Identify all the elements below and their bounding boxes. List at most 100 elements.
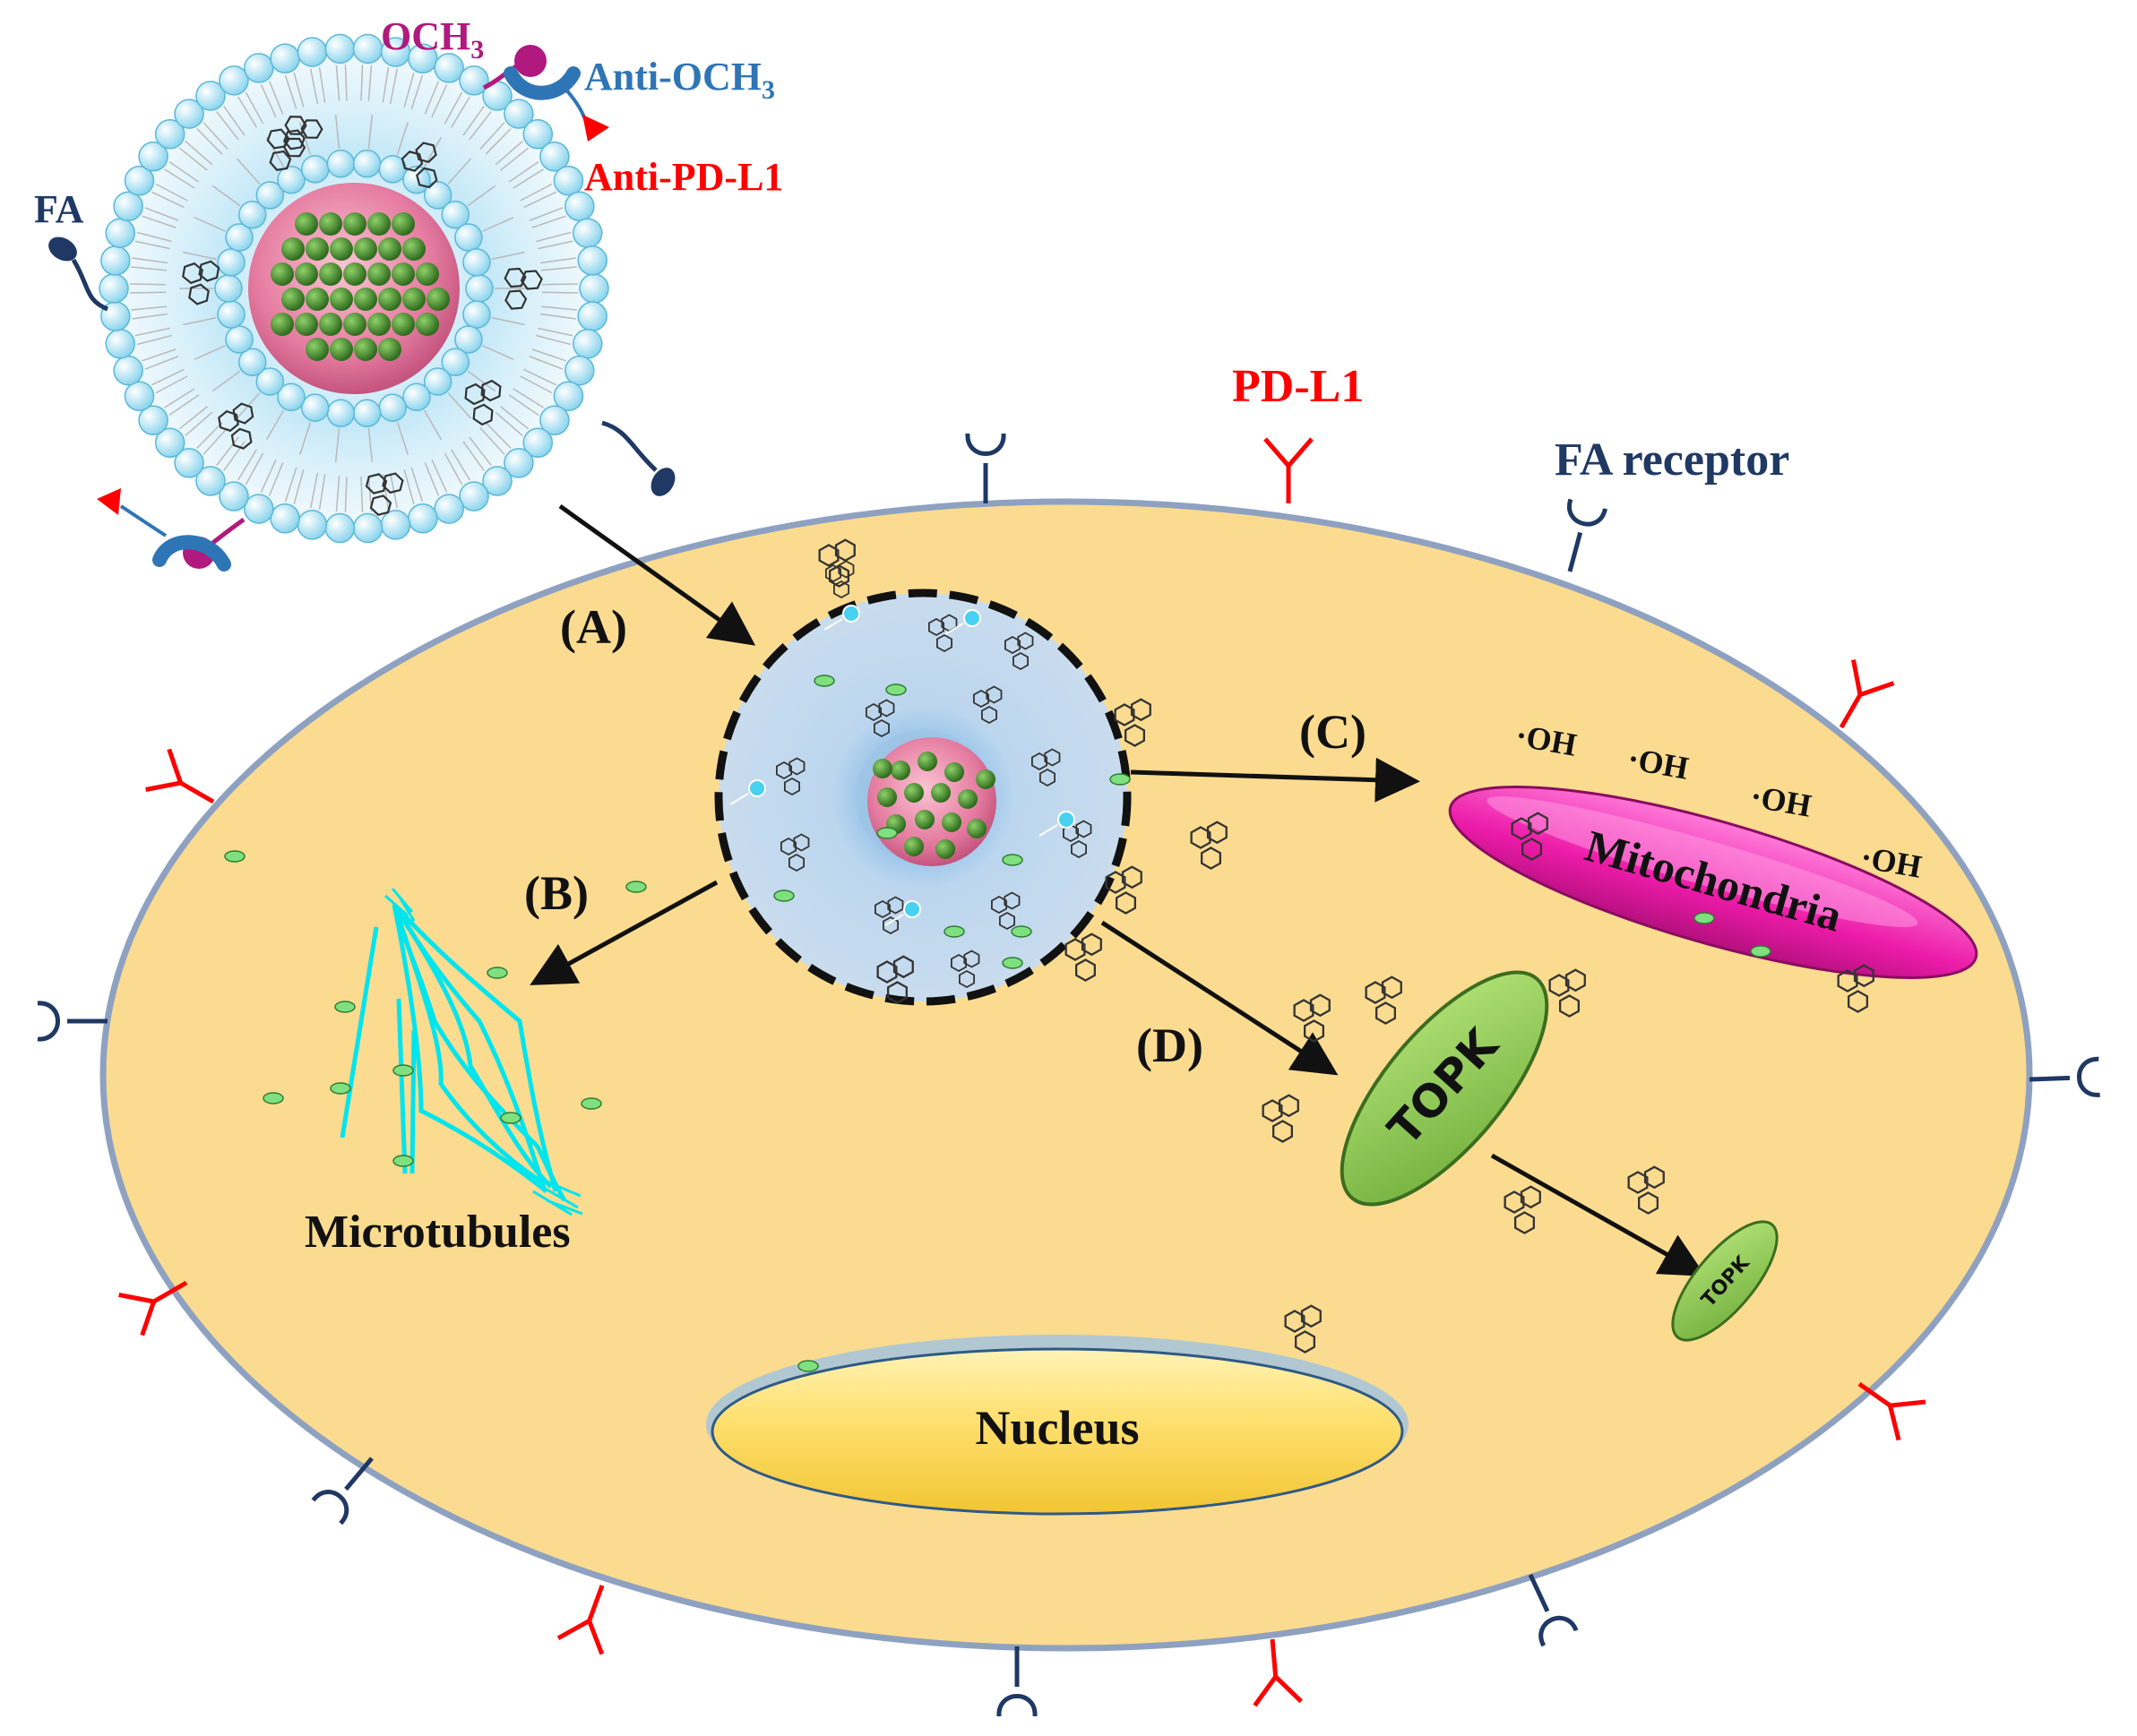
arrow-b [530,880,719,985]
fa-receptor-icon [1528,1573,1579,1647]
lipid-head [408,43,438,74]
lipid-head [573,218,603,248]
lipid-head [504,99,534,129]
lipid-tail [500,147,530,171]
drug-dot [1693,912,1715,924]
pdl1-receptor-icon [1857,1381,1926,1441]
lipid-head [573,329,603,359]
endosome [714,560,1132,1006]
lipid-head [504,448,534,478]
nanocarrier-fragment [903,900,921,918]
core-bead [330,288,353,311]
lipid-head [277,166,306,194]
core-bead [330,338,353,361]
lipid-tail [403,72,415,107]
lipid-tail [268,462,284,496]
core-bead [416,262,439,286]
pdl1-label: PD-L1 [1232,361,1364,412]
och3-label: OCH3 [381,14,484,64]
lipid-tail [344,64,348,101]
lipid-head [402,382,431,411]
fa-receptor-icon [311,1457,374,1525]
lipid-tail [467,370,496,392]
lipid-tail [482,345,514,360]
lipid-tail [142,348,177,362]
lipid-tail [462,106,485,136]
fa-ligand-icon [601,420,676,496]
lipid-tail [423,409,443,441]
core-bead [319,262,342,286]
lipid-tail [196,422,223,449]
lipid-head [462,300,491,329]
lipid-tail [265,409,285,441]
lipid-head [378,393,408,422]
lipid-tail [223,441,246,471]
pdl1-receptor-icon [145,748,215,804]
lipid-tail [396,122,409,155]
lipid-tail [450,449,470,481]
core-bead [306,288,329,311]
core-bead [295,313,318,336]
fa-receptor-icon [996,1646,1038,1717]
lipid-tail [529,207,564,221]
pathway-arrows [530,503,1706,1276]
arrow-c [1130,757,1420,803]
lipid-tail [344,476,348,512]
lipid-tail [444,91,463,125]
lipid-tail [168,160,200,183]
lipid-tail [236,158,261,185]
lipid-head [423,367,452,396]
lipid-head [124,165,155,196]
fa-receptor-icon [2029,1056,2100,1097]
lipid-tail [309,68,319,105]
lipid-tail [293,469,305,505]
fa-receptor-icon [37,1001,108,1042]
lipid-head [352,150,382,178]
lipid-tail [367,114,374,149]
lipid-tail [539,313,576,320]
nanocarrier-fragment [944,623,964,635]
core-bead [271,313,294,336]
lipid-tail [134,240,170,250]
lipid-tail [520,183,553,202]
lipid-tail [185,140,213,166]
lipid-head [154,118,185,150]
lipid-tail [367,428,374,463]
lipid-tail [335,64,340,101]
lipid-tail [513,388,544,408]
lipid-tail [531,215,566,228]
lipid-head [441,200,470,229]
lipid-tail [245,452,264,486]
lipid-tail [360,64,364,101]
lipid-tail [447,158,472,185]
core-bead [306,237,329,261]
nanoparticle [48,33,676,572]
lipid-tail [403,469,415,505]
lipid-tail [216,111,239,141]
core-bead [295,262,318,286]
topk-small: TOPK [1671,1220,1779,1342]
core-bead [967,819,987,838]
drug-dot [1011,925,1032,938]
lipid-tail [396,422,409,455]
microtubules [340,888,583,1216]
liposome-inner-layer [214,150,494,427]
lipid-head [195,81,226,111]
lipid-tail [424,81,440,115]
core-bead [958,789,978,809]
arrow-topk [1490,1153,1706,1276]
core-bead [402,237,426,261]
lipid-head [174,99,204,129]
lipid-tail [540,305,577,311]
step-a-label: (A) [560,600,627,654]
lipid-tail [491,251,525,261]
lipid-head [300,393,330,422]
lipid-head [217,248,246,277]
lipid-tail [469,436,492,466]
core-bead [402,288,426,311]
lipid-tail [389,68,399,105]
lipid-head [138,405,168,436]
lipid-tail [196,128,223,155]
core-bead [378,288,401,311]
lipid-tail [142,215,177,228]
